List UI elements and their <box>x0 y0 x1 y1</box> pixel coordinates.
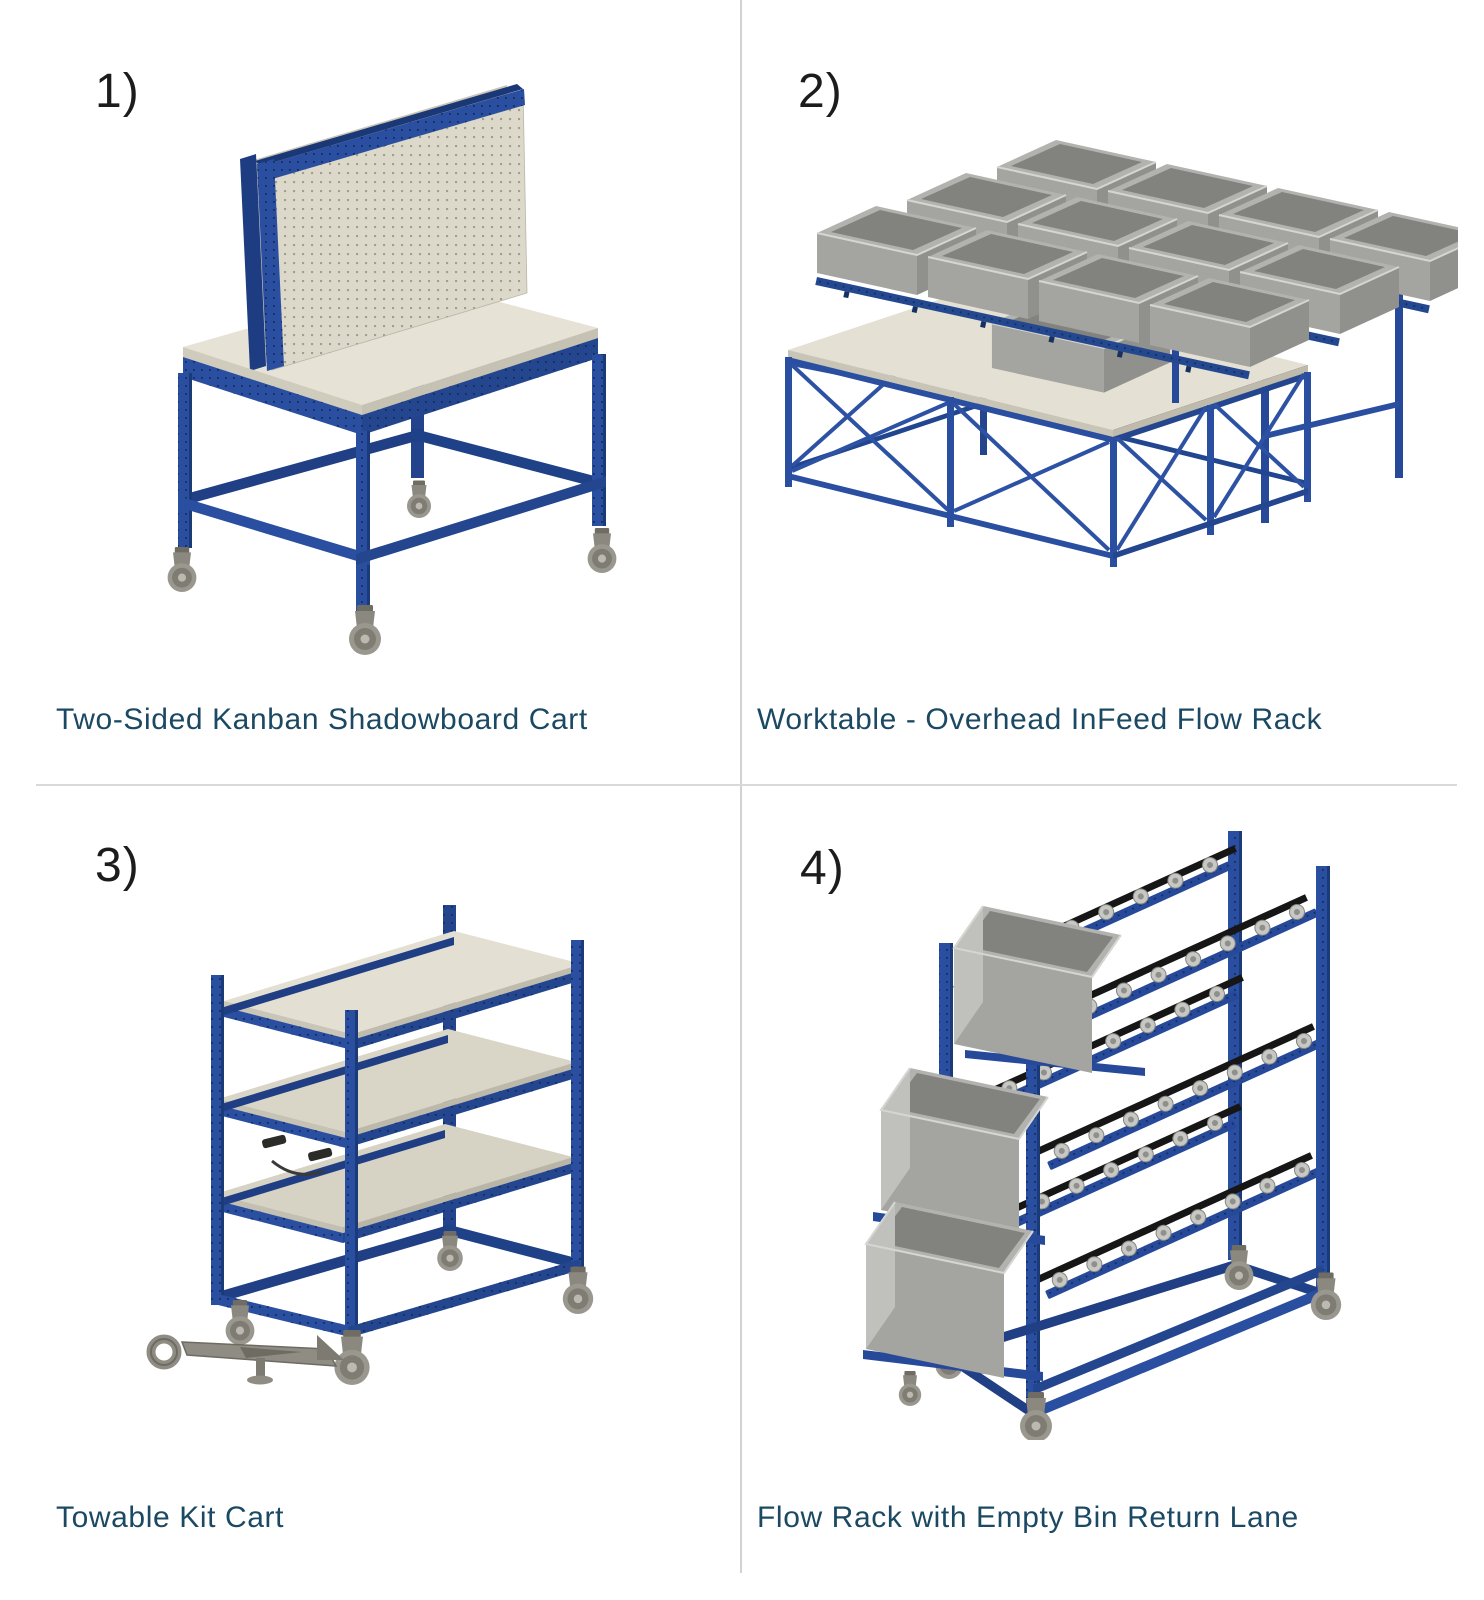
product-image-two-sided-kanban-shadowboard-cart <box>118 78 663 658</box>
tow-hitch <box>146 1334 344 1385</box>
product-image-worktable-overhead-infeed-flow-rack <box>758 133 1458 578</box>
vertical-divider <box>740 0 742 1573</box>
worktop-surface <box>183 280 598 405</box>
product-caption-1: Two-Sided Kanban Shadowboard Cart <box>56 703 588 736</box>
product-number-4: 4) <box>800 842 845 895</box>
shelves <box>215 931 582 1243</box>
horizontal-divider <box>36 784 1457 786</box>
overhead-flow-rack <box>815 139 1458 380</box>
product-caption-4: Flow Rack with Empty Bin Return Lane <box>757 1501 1299 1534</box>
shelf-handles <box>262 1134 333 1176</box>
product-number-2: 2) <box>798 65 843 118</box>
pegboard-panel <box>255 84 528 371</box>
product-number-3: 3) <box>95 839 140 892</box>
rack-posts-front <box>1026 866 1330 1410</box>
front-braces <box>790 363 1306 552</box>
cart-posts <box>211 940 584 1340</box>
table-legs <box>785 357 1311 567</box>
product-image-towable-kit-cart <box>112 855 672 1465</box>
product-image-flow-rack-empty-bin-return <box>815 810 1435 1440</box>
product-caption-3: Towable Kit Cart <box>56 1501 285 1534</box>
casters <box>167 480 617 655</box>
empty-bins <box>864 905 1122 1378</box>
product-number-1: 1) <box>95 65 140 118</box>
product-caption-2: Worktable - Overhead InFeed Flow Rack <box>757 703 1323 736</box>
